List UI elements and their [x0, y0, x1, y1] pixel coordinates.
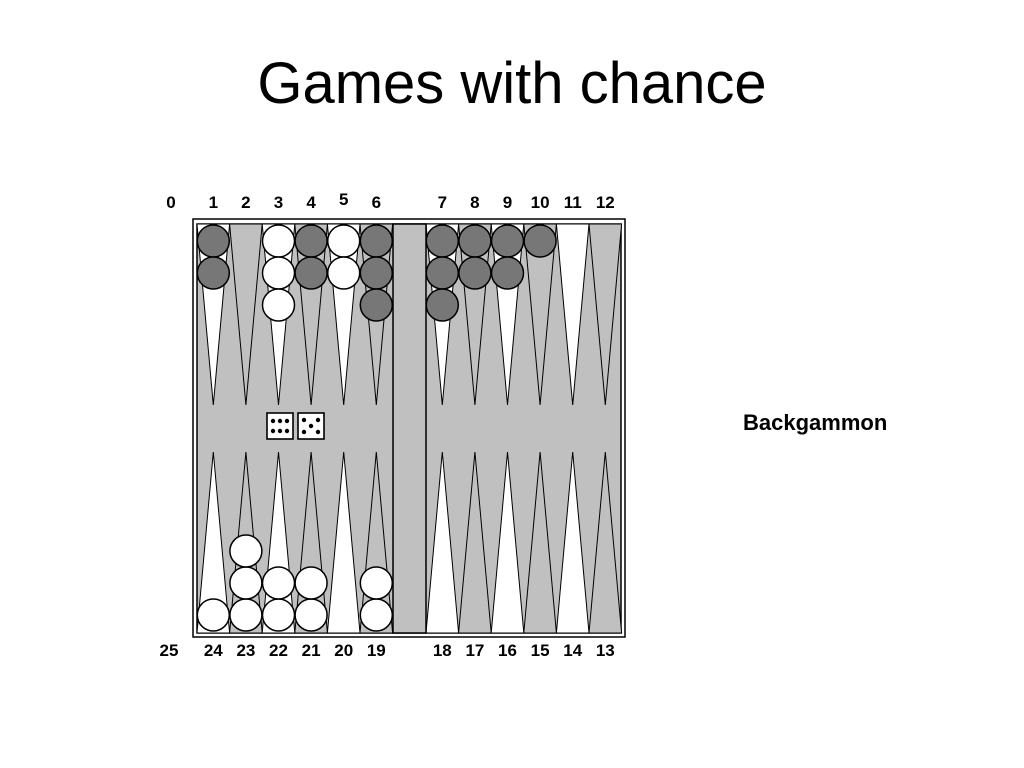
point-label-top: 1 [209, 193, 218, 212]
white-checker [261, 598, 296, 632]
dark-checker [359, 288, 394, 322]
white-checker [359, 598, 394, 632]
white-checker [261, 566, 296, 600]
point-label-bottom: 24 [204, 641, 223, 660]
board-point-top [555, 223, 590, 406]
die-pip [301, 429, 307, 435]
point-label-bottom: 23 [236, 641, 255, 660]
dark-checker [294, 256, 328, 290]
board-point-bottom [490, 451, 525, 634]
dark-checker [294, 224, 328, 258]
board-point-top [229, 223, 263, 406]
point-label-bottom: 21 [302, 641, 321, 660]
white-checker [359, 566, 394, 600]
point-label-top: 2 [241, 193, 250, 212]
board-point-bottom [458, 451, 492, 634]
die-pip [277, 428, 283, 434]
point-label-top: 5 [339, 190, 348, 209]
die-pip [284, 428, 290, 434]
board-point-bottom [588, 451, 623, 634]
die-pip [308, 423, 314, 429]
point-label-bottom: 15 [531, 641, 550, 660]
dark-checker [490, 224, 525, 258]
board-point-top [523, 223, 557, 406]
board-bar [392, 223, 427, 634]
dark-checker [196, 224, 231, 258]
die-face [266, 412, 294, 440]
white-checker [294, 598, 328, 632]
white-checker [294, 566, 328, 600]
white-checker [229, 598, 263, 632]
die-pip [284, 418, 290, 424]
die [266, 412, 294, 440]
dark-checker [196, 256, 231, 290]
board-point-top [588, 223, 623, 406]
die-pip [270, 428, 276, 434]
die-pip [315, 429, 321, 435]
white-checker [326, 256, 361, 290]
point-label-bottom: 17 [465, 641, 484, 660]
point-label-top: 11 [564, 193, 582, 212]
die-pip [270, 418, 276, 424]
slide-title: Games with chance [257, 51, 767, 116]
white-checker [261, 224, 296, 258]
board-point-bottom [326, 451, 361, 634]
dark-checker [359, 224, 394, 258]
dark-checker [490, 256, 525, 290]
die-pip [277, 418, 283, 424]
dark-checker [359, 256, 394, 290]
point-label-top: 6 [372, 193, 381, 212]
board-point-bottom [523, 451, 557, 634]
point-label-bottom: 14 [563, 641, 582, 660]
die [297, 412, 325, 440]
point-label-bottom: 25 [160, 641, 179, 660]
dark-checker [425, 288, 460, 322]
white-checker [196, 598, 231, 632]
point-label-top: 12 [596, 193, 615, 212]
point-label-top: 7 [438, 193, 447, 212]
point-label-top: 10 [531, 193, 550, 212]
dark-checker [523, 224, 557, 258]
board-point-bottom [425, 451, 460, 634]
point-label-top: 8 [470, 193, 479, 212]
point-label-bottom: 13 [596, 641, 615, 660]
white-checker [261, 288, 296, 322]
white-checker [326, 224, 361, 258]
dark-checker [458, 224, 492, 258]
board-point-bottom [196, 451, 231, 634]
point-label-bottom: 19 [367, 641, 386, 660]
point-label-top: 0 [166, 193, 175, 212]
dark-checker [458, 256, 492, 290]
white-checker [261, 256, 296, 290]
point-label-bottom: 18 [433, 641, 452, 660]
white-checker [229, 566, 263, 600]
dark-checker [425, 256, 460, 290]
point-label-bottom: 22 [269, 641, 288, 660]
board-point-bottom [555, 451, 590, 634]
point-label-top: 3 [274, 193, 283, 212]
white-checker [229, 534, 263, 568]
die-pip [315, 417, 321, 423]
backgammon-caption: Backgammon [743, 410, 888, 435]
point-label-top: 9 [503, 193, 512, 212]
point-label-bottom: 16 [498, 641, 517, 660]
die-pip [301, 417, 307, 423]
dark-checker [425, 224, 460, 258]
point-label-bottom: 20 [334, 641, 353, 660]
point-label-top: 4 [306, 193, 316, 212]
